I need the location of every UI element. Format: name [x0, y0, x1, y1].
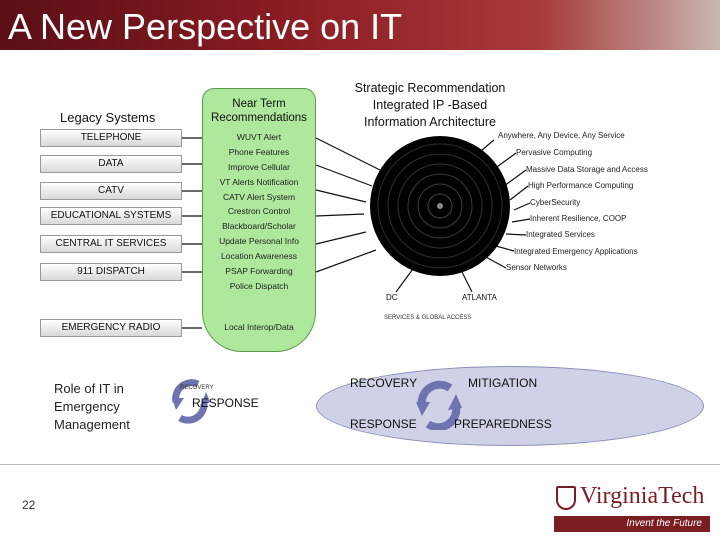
near-term-heading: Near Term Recommendations [200, 97, 318, 125]
strategic-item: Inherent Resilience, COOP [530, 214, 627, 223]
near-term-item: WUVT Alert [236, 132, 282, 142]
connector-blackboard [315, 213, 365, 217]
legacy-item-catv: CATV [40, 182, 182, 200]
title-bar [0, 0, 720, 50]
dark-disc [370, 136, 510, 276]
legacy-item-911-dispatch: 911 DISPATCH [40, 263, 182, 281]
connector-catv-alert [315, 189, 367, 203]
small-cycle-recovery: RECOVERY [180, 385, 214, 391]
logo-name: VirginiaTech [580, 483, 705, 509]
services-global-access: SERVICES & GLOBAL ACCESS [384, 315, 472, 321]
role-label: Role of IT in Emergency Management [54, 380, 130, 434]
role-line3: Management [54, 417, 130, 432]
small-cycle-arrows-icon [172, 379, 210, 424]
strategic-item: Integrated Emergency Applications [514, 247, 638, 256]
connector-integrated [505, 233, 527, 236]
cycle-recovery: RECOVERY [350, 376, 418, 390]
role-line2: Emergency [54, 399, 120, 414]
connector-storage [503, 169, 527, 187]
role-line1: Role of IT in [54, 381, 124, 396]
strategic-item: Anywhere, Any Device, Any Service [498, 131, 625, 140]
connector-cyber [513, 202, 531, 211]
footer-divider [0, 464, 720, 465]
strategic-item: Sensor Networks [506, 263, 567, 272]
near-term-heading-line1: Near Term [232, 98, 286, 110]
emergency-cycle-oval [316, 366, 704, 446]
near-term-heading-line2: Recommendations [211, 112, 307, 124]
near-term-item: Location Awareness [221, 251, 297, 261]
near-term-item: Police Dispatch [229, 281, 289, 291]
virginia-tech-logo: VirginiaTech Invent the Future [554, 480, 710, 536]
strategic-item: Integrated Services [526, 230, 595, 239]
near-term-item: PSAP Forwarding [225, 266, 293, 276]
legacy-item-emergency-radio: EMERGENCY RADIO [40, 319, 182, 337]
strategic-item: CyberSecurity [530, 198, 581, 207]
near-term-item: Blackboard/Scholar [222, 221, 296, 231]
legacy-item-data: DATA [40, 155, 182, 173]
near-term-item: Crestron Control [227, 206, 291, 216]
site-dc: DC [386, 293, 398, 302]
vt-shield-icon [556, 486, 576, 510]
cycle-mitigation: MITIGATION [468, 376, 538, 390]
strategic-item: High Performance Computing [528, 181, 634, 190]
logo-tagline: Invent the Future [554, 516, 710, 532]
connector-resilience [511, 218, 531, 223]
strategic-heading-line3: Information Architecture [363, 115, 496, 129]
cycle-arrows-icon [416, 380, 462, 430]
connector-location [315, 231, 367, 245]
site-atlanta: ATLANTA [462, 293, 497, 302]
connector-cellular [315, 164, 373, 187]
strategic-heading-line1: Strategic Recommendation [354, 81, 506, 95]
near-term-item: Phone Features [228, 147, 290, 157]
near-term-item: CATV Alert System [222, 192, 296, 202]
strategic-item: Massive Data Storage and Access [526, 165, 648, 174]
legacy-item-educational-systems: EDUCATIONAL SYSTEMS [40, 207, 182, 225]
cycle-preparedness: PREPAREDNESS [454, 417, 552, 431]
strategic-heading: Strategic Recommendation Integrated IP -… [340, 80, 520, 131]
connector-hpc [509, 185, 529, 201]
near-term-item: Update Personal Info [219, 236, 299, 246]
strategic-heading-line2: Integrated IP -Based [372, 98, 488, 112]
near-term-item: Improve Cellular [228, 162, 290, 172]
legacy-item-telephone: TELEPHONE [40, 129, 182, 147]
page-number: 22 [22, 498, 36, 512]
legacy-item-central-it-services: CENTRAL IT SERVICES [40, 235, 182, 253]
connector-emergency-apps [495, 245, 515, 252]
page-title: A New Perspective on IT [8, 6, 403, 47]
connector-wuvt [315, 137, 381, 171]
connector-sensor [483, 255, 507, 269]
strategic-item: Pervasive Computing [516, 148, 593, 157]
near-term-panel [202, 88, 316, 352]
cycle-response: RESPONSE [350, 417, 417, 431]
near-term-item: Local Interop/Data [224, 322, 294, 332]
near-term-item: VT Alerts Notification [219, 177, 299, 187]
small-cycle-response: RESPONSE [192, 396, 259, 410]
connector-psap [315, 249, 377, 273]
legacy-systems-heading: Legacy Systems [60, 110, 156, 125]
